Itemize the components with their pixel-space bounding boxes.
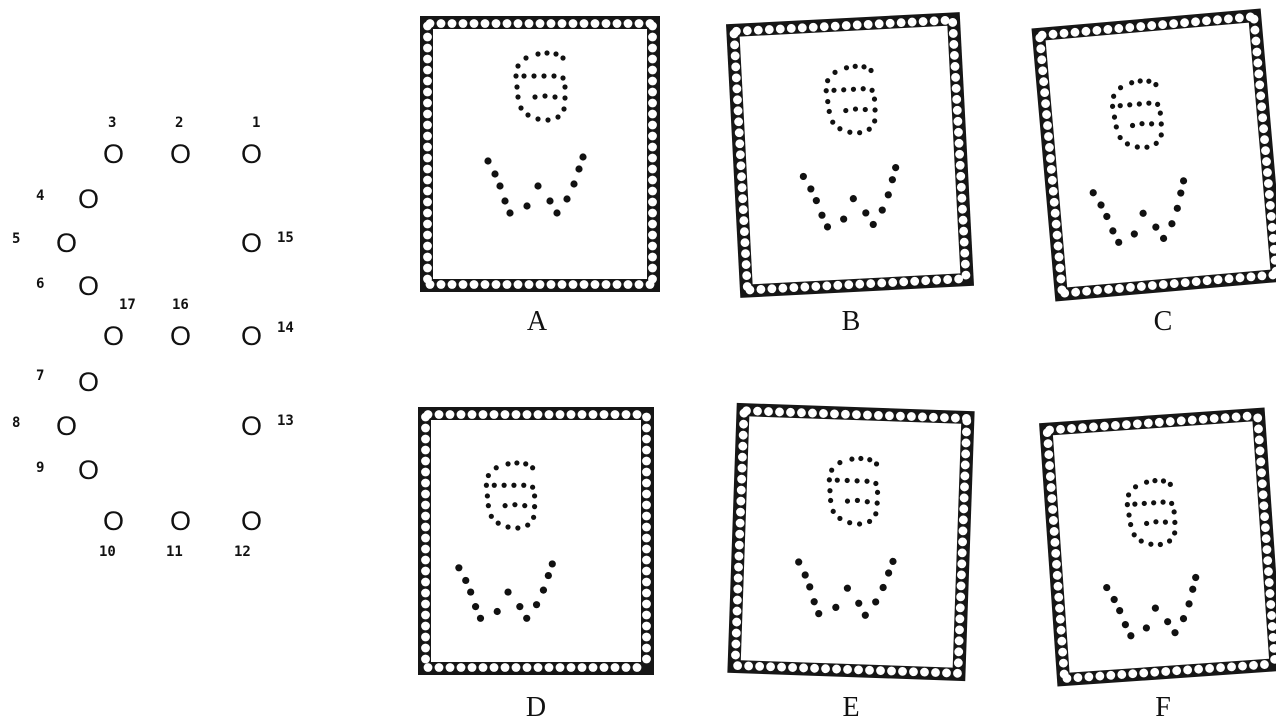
hole-6: O xyxy=(78,271,99,301)
hole-number-10: 10 xyxy=(99,544,116,560)
stamp-b-label: B xyxy=(842,306,861,337)
stamp-d: D xyxy=(418,407,654,723)
hole-number-7: 7 xyxy=(36,368,44,384)
hole-3: O xyxy=(103,139,124,169)
stamp-c-perforated-frame xyxy=(1031,8,1276,302)
stamp-c-label: C xyxy=(1154,306,1173,337)
stamp-f-perforated-frame xyxy=(1039,407,1276,687)
hole-number-15: 15 xyxy=(277,230,294,246)
stamp-a-perforated-frame xyxy=(420,16,660,292)
hole-11: O xyxy=(170,506,191,536)
hole-number-6: 6 xyxy=(36,276,44,292)
stamp-e: E xyxy=(727,402,975,723)
hole-13: O xyxy=(241,411,262,441)
hole-number-3: 3 xyxy=(108,115,116,131)
hole-8: O xyxy=(56,411,77,441)
stamp-grid: A B C D E F xyxy=(418,8,1276,723)
hole-position-key: O O O O O O O O O O O O O O O O O 1 2 3 … xyxy=(12,115,294,560)
hole-number-5: 5 xyxy=(12,231,20,247)
hole-10: O xyxy=(103,506,124,536)
stamp-e-perforated-frame xyxy=(727,402,975,682)
hole-4: O xyxy=(78,184,99,214)
hole-number-12: 12 xyxy=(234,544,251,560)
stamp-f: F xyxy=(1039,407,1276,723)
stamp-f-label: F xyxy=(1155,692,1171,723)
hole-number-4: 4 xyxy=(36,188,44,204)
hole-number-2: 2 xyxy=(175,115,183,131)
hole-5: O xyxy=(56,228,77,258)
stamp-a: A xyxy=(420,16,660,337)
hole-7: O xyxy=(78,367,99,397)
stamp-e-label: E xyxy=(842,692,859,723)
hole-number-9: 9 xyxy=(36,460,44,476)
hole-number-17: 17 xyxy=(119,297,136,313)
hole-17: O xyxy=(103,321,124,351)
hole-2: O xyxy=(170,139,191,169)
stamp-b-perforated-frame xyxy=(725,12,975,298)
stamp-c: C xyxy=(1031,8,1276,337)
stamp-b: B xyxy=(725,12,975,337)
hole-1: O xyxy=(241,139,262,169)
stamp-d-label: D xyxy=(526,692,546,723)
hole-16: O xyxy=(170,321,191,351)
hole-number-14: 14 xyxy=(277,320,294,336)
stamp-d-perforated-frame xyxy=(418,407,654,675)
hole-number-8: 8 xyxy=(12,415,20,431)
hole-number-16: 16 xyxy=(172,297,189,313)
hole-number-11: 11 xyxy=(166,544,183,560)
hole-number-13: 13 xyxy=(277,413,294,429)
hole-15: O xyxy=(241,228,262,258)
hole-12: O xyxy=(241,506,262,536)
hole-9: O xyxy=(78,455,99,485)
stamp-a-label: A xyxy=(527,306,548,337)
hole-14: O xyxy=(241,321,262,351)
hole-number-1: 1 xyxy=(252,115,260,131)
